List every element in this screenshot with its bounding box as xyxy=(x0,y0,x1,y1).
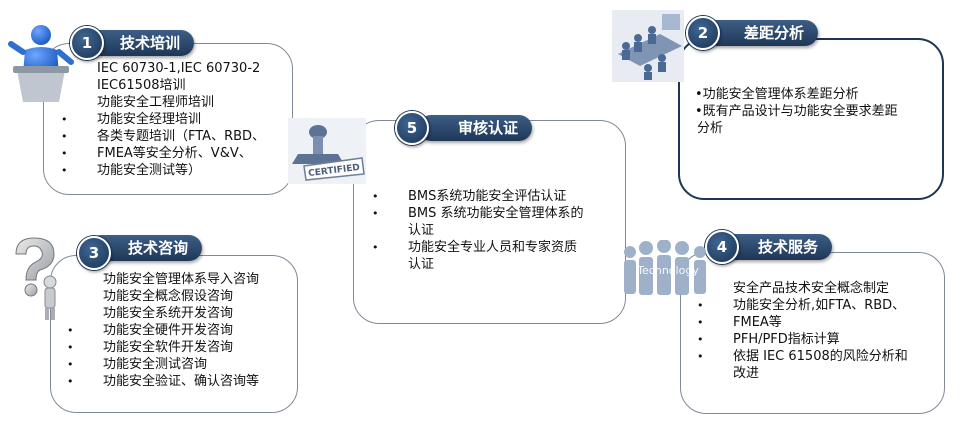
meeting-table-icon xyxy=(610,8,686,84)
technology-team-text: Technology xyxy=(636,264,699,277)
audit-cert-line: 功能安全专业人员和专家资质 xyxy=(408,239,584,256)
training-list: IEC 60730-1,IEC 60730-2 IEC61508培训 功能安全工… xyxy=(97,60,265,179)
audit-cert-line: 认证 xyxy=(408,256,584,273)
tech-service-list: 安全产品技术安全概念制定 功能安全分析,如FTA、RBD、 FMEA等 PFH/… xyxy=(733,280,908,382)
audit-cert-number: 5 xyxy=(395,111,429,145)
tech-service-line: 功能安全分析,如FTA、RBD、 xyxy=(733,297,908,314)
tech-service-line: FMEA等 xyxy=(733,314,908,331)
training-line: IEC61508培训 xyxy=(97,77,265,94)
tech-service-line: 安全产品技术安全概念制定 xyxy=(733,280,908,297)
training-line: 功能安全经理培训 xyxy=(97,111,265,128)
training-line: IEC 60730-1,IEC 60730-2 xyxy=(97,60,265,77)
consulting-line: 功能安全系统开发咨询 xyxy=(103,305,259,322)
consulting-line: 功能安全概念假设咨询 xyxy=(103,288,259,305)
gap-analysis-number: 2 xyxy=(686,16,720,50)
question-figure-icon xyxy=(8,236,66,322)
training-line: 功能安全测试等） xyxy=(97,162,265,179)
audit-cert-title: 审核认证 xyxy=(418,115,532,141)
audit-cert-line: BMS系统功能安全评估认证 xyxy=(408,188,584,205)
audit-cert-list: BMS系统功能安全评估认证 BMS 系统功能安全管理体系的 认证 功能安全专业人… xyxy=(408,188,584,273)
gap-analysis-line: •既有产品设计与功能安全要求差距 xyxy=(695,103,898,120)
audit-cert-line: BMS 系统功能安全管理体系的 xyxy=(408,205,584,222)
certified-stamp-icon: CERTIFIED xyxy=(288,118,366,184)
consulting-line: 功能安全验证、确认咨询等 xyxy=(103,373,259,390)
consulting-line: 功能安全测试咨询 xyxy=(103,356,259,373)
technology-team-icon: Technology xyxy=(618,240,716,298)
consulting-line: 功能安全硬件开发咨询 xyxy=(103,322,259,339)
training-line: 各类专题培训（FTA、RBD、 xyxy=(97,128,265,145)
tech-service-line: PFH/PFD指标计算 xyxy=(733,331,908,348)
gap-analysis-line: •功能安全管理体系差距分析 xyxy=(695,86,898,103)
gap-analysis-title: 差距分析 xyxy=(704,20,818,46)
consulting-line: 功能安全管理体系导入咨询 xyxy=(103,271,259,288)
audit-cert-line: 认证 xyxy=(408,222,584,239)
gap-analysis-list: •功能安全管理体系差距分析 •既有产品设计与功能安全要求差距 分析 xyxy=(695,86,898,137)
training-line: 功能安全工程师培训 xyxy=(97,94,265,111)
training-line: FMEA等安全分析、V&V、 xyxy=(97,145,265,162)
tech-service-line: 改进 xyxy=(733,365,908,382)
consulting-list: 功能安全管理体系导入咨询 功能安全概念假设咨询 功能安全系统开发咨询 功能安全硬… xyxy=(103,271,259,390)
consulting-number: 3 xyxy=(77,236,111,270)
consulting-line: 功能安全软件开发咨询 xyxy=(103,339,259,356)
gap-analysis-line: 分析 xyxy=(695,120,898,137)
tech-service-line: 依据 IEC 61508的风险分析和 xyxy=(733,348,908,365)
presenter-podium-icon xyxy=(5,22,77,104)
